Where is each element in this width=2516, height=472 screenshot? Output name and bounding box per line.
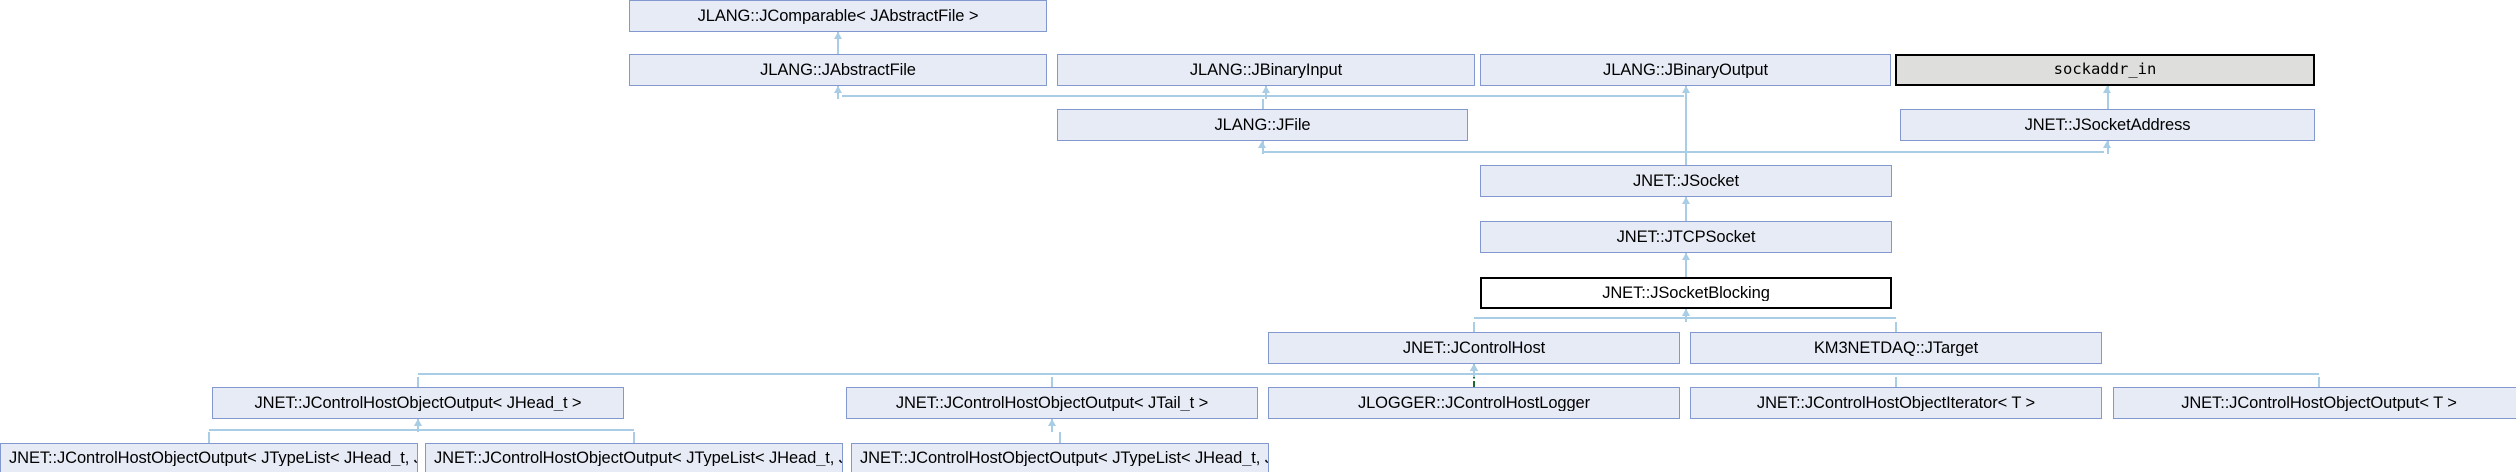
class-node-jcho_tl_null[interactable]: JNET::JControlHostObjectOutput< JTypeLis…	[0, 443, 418, 472]
class-node-label: JNET::JSocketAddress	[2024, 116, 2191, 134]
class-node-label: sockaddr_in	[2053, 62, 2157, 78]
inheritance-arrowhead	[833, 86, 842, 93]
class-node-label: KM3NETDAQ::JTarget	[1813, 339, 1979, 357]
class-node-jsocketaddress[interactable]: JNET::JSocketAddress	[1900, 109, 2315, 141]
inheritance-edge-segment	[633, 432, 635, 443]
inheritance-edge-segment	[2106, 86, 2109, 109]
class-node-jcho_jtail[interactable]: JNET::JControlHostObjectOutput< JTail_t …	[846, 387, 1258, 419]
class-node-label: JNET::JControlHostObjectOutput< JTypeLis…	[9, 449, 417, 467]
inheritance-edge-segment	[208, 432, 210, 443]
class-node-jsocket[interactable]: JNET::JSocket	[1480, 165, 1892, 197]
class-node-label: JLOGGER::JControlHostLogger	[1357, 394, 1591, 412]
inheritance-edge-segment	[1059, 432, 1061, 443]
class-node-label: JLANG::JAbstractFile	[760, 61, 916, 79]
class-node-label: JNET::JControlHostObjectOutput< JTypeLis…	[860, 449, 1268, 467]
inheritance-edge-segment	[1895, 376, 1897, 387]
inheritance-edge-segment	[1895, 321, 1897, 332]
class-node-label: JNET::JSocket	[1633, 172, 1739, 190]
inheritance-arrowhead	[2103, 86, 2111, 93]
class-node-jtarget[interactable]: KM3NETDAQ::JTarget	[1690, 332, 2102, 364]
inheritance-edge-segment	[417, 376, 419, 387]
class-node-jcho_t[interactable]: JNET::JControlHostObjectOutput< T >	[2113, 387, 2516, 419]
class-node-label: JNET::JControlHostObjectOutput< T >	[2181, 394, 2457, 412]
inheritance-arrowhead	[413, 419, 422, 426]
class-node-label: JNET::JControlHost	[1402, 339, 1546, 357]
class-node-label: JNET::JControlHostObjectOutput< JHead_t …	[254, 394, 582, 412]
inheritance-arrowhead	[1681, 253, 1690, 260]
edge-connector-bus	[842, 95, 1684, 97]
class-node-label: JNET::JSocketBlocking	[1602, 284, 1770, 302]
class-node-jcontrolhost[interactable]: JNET::JControlHost	[1268, 332, 1680, 364]
inheritance-arrowhead	[1681, 309, 1690, 316]
inheritance-edge-segment	[1685, 253, 1687, 277]
inheritance-arrowhead	[1047, 419, 1056, 426]
inheritance-edge-segment	[1685, 86, 1687, 165]
inheritance-edge-segment	[837, 32, 839, 54]
inheritance-arrowhead	[1258, 141, 1266, 148]
edge-connector-bus	[1262, 151, 2104, 153]
class-node-label: JLANG::JComparable< JAbstractFile >	[697, 7, 979, 25]
class-node-jabstractfile[interactable]: JLANG::JAbstractFile	[629, 54, 1047, 86]
edge-connector-bus	[418, 373, 2319, 375]
class-node-label: JNET::JControlHostObjectIterator< T >	[1756, 394, 2036, 412]
inheritance-arrowhead	[1261, 86, 1270, 93]
inheritance-arrowhead	[1681, 197, 1690, 204]
inheritance-edge-segment	[1051, 376, 1053, 387]
inheritance-edge-segment	[1261, 98, 1264, 109]
class-node-jtcpsocket[interactable]: JNET::JTCPSocket	[1480, 221, 1892, 253]
class-node-jchlogger[interactable]: JLOGGER::JControlHostLogger	[1268, 387, 1680, 419]
class-node-jbinaryinput[interactable]: JLANG::JBinaryInput	[1057, 54, 1475, 86]
class-node-jfile[interactable]: JLANG::JFile	[1057, 109, 1468, 141]
inheritance-arrowhead	[833, 32, 842, 39]
inheritance-edge-segment	[1473, 321, 1475, 332]
class-node-jcho_tl_tail_a[interactable]: JNET::JControlHostObjectOutput< JTypeLis…	[425, 443, 843, 472]
class-node-label: JLANG::JFile	[1214, 116, 1311, 134]
inheritance-arrowhead	[1681, 86, 1690, 93]
inheritance-arrowhead	[2103, 141, 2111, 148]
class-node-label: JNET::JControlHostObjectOutput< JTail_t …	[895, 394, 1209, 412]
class-node-label: JNET::JControlHostObjectOutput< JTypeLis…	[434, 449, 842, 467]
class-node-jsocketblocking[interactable]: JNET::JSocketBlocking	[1480, 277, 1892, 309]
inheritance-arrowhead	[1469, 364, 1478, 371]
class-node-jcomparable[interactable]: JLANG::JComparable< JAbstractFile >	[629, 0, 1047, 32]
class-node-jbinaryoutput[interactable]: JLANG::JBinaryOutput	[1480, 54, 1891, 86]
inheritance-edge-segment	[1685, 197, 1687, 221]
class-node-label: JNET::JTCPSocket	[1616, 228, 1756, 246]
class-node-jcho_tl_tail_b[interactable]: JNET::JControlHostObjectOutput< JTypeLis…	[851, 443, 1269, 472]
class-node-sockaddr_in[interactable]: sockaddr_in	[1895, 54, 2315, 86]
class-node-label: JLANG::JBinaryInput	[1189, 61, 1343, 79]
edge-connector-bus	[209, 429, 634, 431]
inheritance-edge-segment	[2318, 376, 2320, 387]
class-node-label: JLANG::JBinaryOutput	[1603, 61, 1768, 79]
class-node-jcho_jhead[interactable]: JNET::JControlHostObjectOutput< JHead_t …	[212, 387, 624, 419]
class-node-jchoiter_t[interactable]: JNET::JControlHostObjectIterator< T >	[1690, 387, 2102, 419]
